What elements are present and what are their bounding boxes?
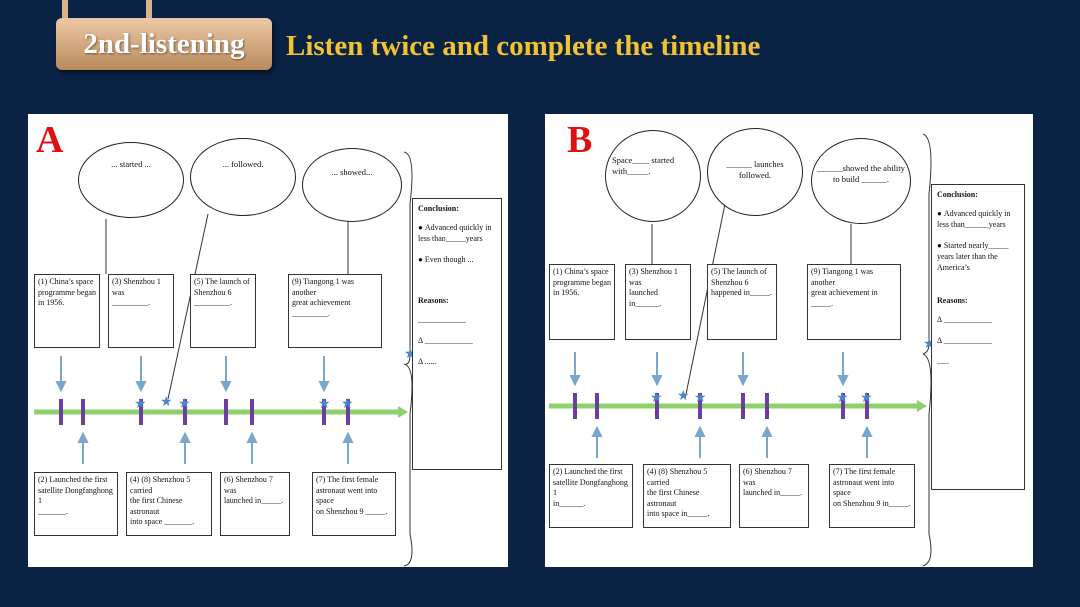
svg-text:★: ★ xyxy=(694,390,707,406)
svg-text:★: ★ xyxy=(860,390,873,406)
panel-a-lines: ★★★ ★★★ xyxy=(34,151,417,567)
page-title: Listen twice and complete the timeline xyxy=(286,30,761,62)
svg-text:★: ★ xyxy=(160,394,173,410)
bubble-2: ______ launches followed. xyxy=(707,128,803,216)
conclusion-box: Conclusion: ● Advanced quickly in less t… xyxy=(931,184,1025,490)
timeline-panel-b: B ★★★ ★★★ Space____ started w xyxy=(545,114,1033,567)
svg-text:★: ★ xyxy=(134,396,147,412)
bubble-2: ... followed. xyxy=(190,138,296,216)
svg-text:★: ★ xyxy=(178,396,191,412)
conclusion-box: Conclusion: ● Advanced quickly in less t… xyxy=(412,198,502,470)
badge-hanger-right xyxy=(146,0,152,20)
header: 2nd-listening Listen twice and complete … xyxy=(0,0,1080,80)
bubble-3: ... showed... xyxy=(302,148,402,222)
bubble-3: ______showed the ability to build ______… xyxy=(811,138,911,224)
conclusion-item: ● Advanced quickly in less than_____year… xyxy=(418,223,492,243)
conclusion-heading: Conclusion: xyxy=(937,190,978,199)
top-box-2: (3) Shenzhou 1 was_________. xyxy=(108,274,174,348)
section-badge: 2nd-listening xyxy=(56,18,272,70)
badge-hanger-left xyxy=(62,0,68,20)
svg-text:★: ★ xyxy=(677,388,690,404)
conclusion-item: ● Even though ... xyxy=(418,255,474,264)
timeline-panel-a: A ★★★ ★★★ ... started ... . xyxy=(28,114,508,567)
bubble-1: ... started ... xyxy=(78,142,184,218)
reasons-heading: Reasons: xyxy=(937,296,968,305)
svg-text:★: ★ xyxy=(318,396,331,412)
svg-text:★: ★ xyxy=(341,396,354,412)
panel-letter: A xyxy=(36,119,64,161)
conclusion-item: ● Advanced quickly in less than______yea… xyxy=(937,209,1011,229)
reasons-heading: Reasons: xyxy=(418,296,449,305)
panel-b-lines: ★★★ ★★★ xyxy=(549,133,936,567)
panel-letter: B xyxy=(567,119,593,161)
conclusion-heading: Conclusion: xyxy=(418,204,459,213)
svg-text:★: ★ xyxy=(836,390,849,406)
conclusion-item: ● Started nearly_____ years later than t… xyxy=(937,241,1009,272)
svg-text:★: ★ xyxy=(650,390,663,406)
bubble-1: Space____ started with_____. xyxy=(605,130,701,222)
